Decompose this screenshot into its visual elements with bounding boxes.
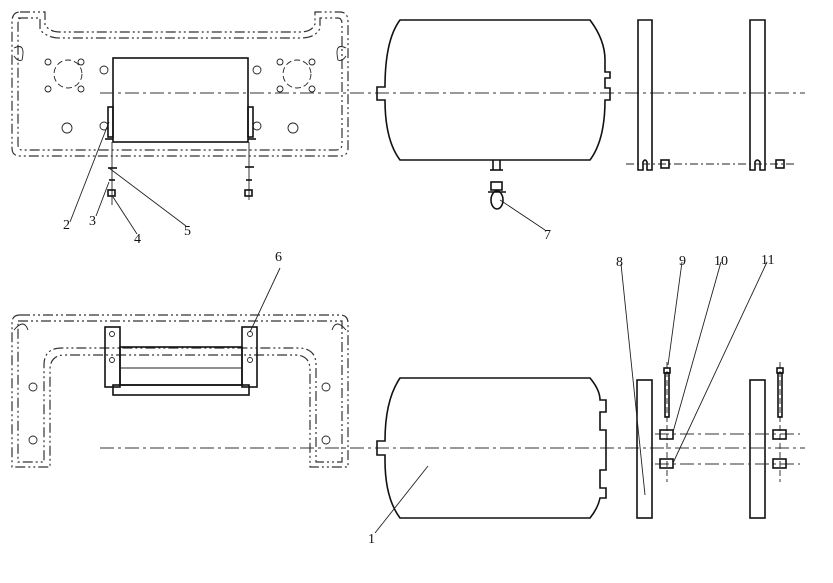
callout-1: 1 <box>368 532 375 547</box>
top-straps <box>626 19 795 171</box>
callout-4: 4 <box>134 232 141 247</box>
callout-10: 10 <box>714 254 728 269</box>
callout-2: 2 <box>63 218 70 233</box>
bottom-bolts <box>659 362 787 482</box>
leader-lines <box>69 121 768 534</box>
drain-valve <box>488 181 506 210</box>
bottom-straps <box>636 379 800 519</box>
bottom-bracket <box>104 326 258 396</box>
top-frame-crossmember <box>11 11 349 157</box>
callout-6: 6 <box>275 250 282 265</box>
top-bracket <box>105 57 256 143</box>
callout-3: 3 <box>89 214 96 229</box>
top-air-tank <box>376 19 611 171</box>
callout-7: 7 <box>544 228 551 243</box>
bottom-frame-crossmember <box>11 314 349 468</box>
callout-5: 5 <box>184 224 191 239</box>
callout-8: 8 <box>616 255 623 270</box>
top-fasteners <box>107 142 254 205</box>
bottom-air-tank <box>376 377 607 519</box>
callout-9: 9 <box>679 254 686 269</box>
callout-11: 11 <box>761 253 775 268</box>
